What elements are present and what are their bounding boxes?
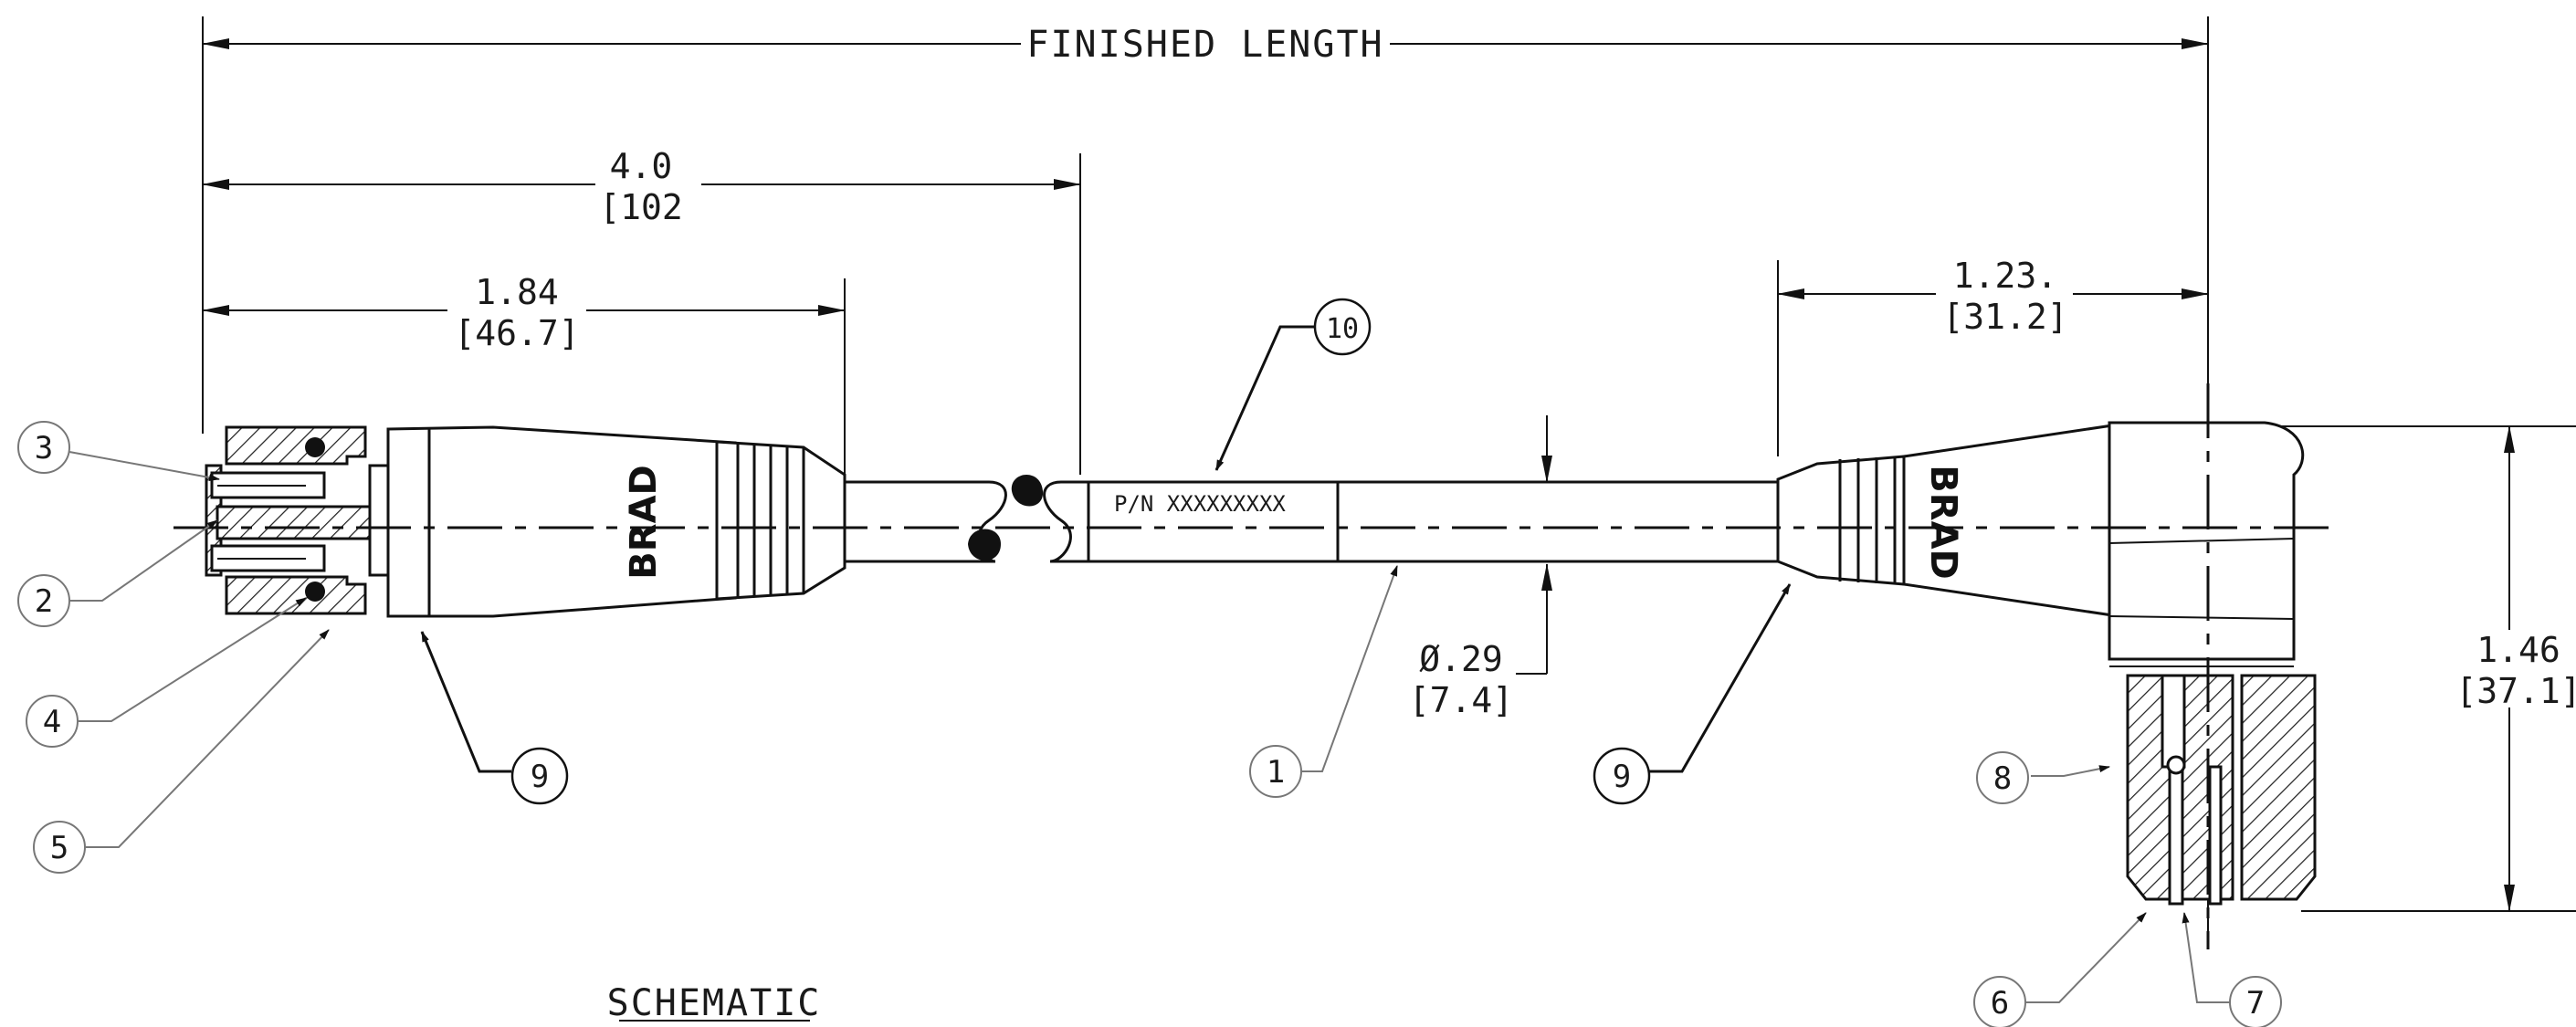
right-angle-height-metric: [37.1] [2455,671,2576,711]
balloon-1: 1 [1249,745,1302,798]
svg-text:7: 7 [2246,985,2265,1022]
balloon-8: 8 [1976,751,2029,804]
coupling-length-imperial: 4.0 [610,146,673,186]
balloon-leaders [68,325,2230,1003]
svg-text:3: 3 [35,430,53,466]
svg-text:1: 1 [1267,754,1285,791]
svg-text:2: 2 [35,583,53,620]
cable: P/N XXXXXXXXX [843,474,1780,563]
right-angle-height-imperial: 1.46 [2476,630,2560,670]
centerlines [173,383,2333,949]
svg-text:9: 9 [1613,759,1631,795]
schematic-caption: SCHEMATIC [607,982,822,1024]
balloon-9-right: 9 [1593,747,1651,805]
brand-mark-left: BRAD [623,465,665,579]
cable-diameter-metric: [7.4] [1409,680,1513,720]
right-angle-connector: BRAD [1776,421,2317,906]
balloon-9-left: 9 [510,747,569,805]
svg-text:5: 5 [50,830,68,866]
cable-diameter-imperial: Ø.29 [1419,639,1503,679]
balloon-5: 5 [33,821,86,874]
dimension-lines [202,38,2515,912]
balloon-6: 6 [1973,976,2026,1027]
balloon-3: 3 [17,421,70,474]
straight-connector-metric: [46.7] [454,313,579,353]
svg-text:10: 10 [1326,313,1359,345]
straight-connector: BRAD [205,425,846,618]
balloon-2: 2 [17,574,70,627]
right-angle-connector-imperial: 1.23. [1953,256,2057,296]
svg-text:4: 4 [43,704,61,740]
balloon-7: 7 [2229,976,2282,1027]
svg-text:9: 9 [531,759,549,795]
right-angle-connector-metric: [31.2] [1942,297,2067,337]
svg-text:8: 8 [1993,760,2012,797]
coupling-length-metric: [102 [599,187,683,227]
straight-connector-imperial: 1.84 [475,272,559,312]
brand-mark-right: BRAD [1922,465,1964,579]
svg-text:6: 6 [1991,985,2009,1022]
balloon-10: 10 [1313,298,1372,356]
cable-part-number: P/N XXXXXXXXX [1114,491,1286,517]
balloon-4: 4 [26,695,79,748]
finished-length-label: FINISHED LENGTH [1026,24,1383,66]
